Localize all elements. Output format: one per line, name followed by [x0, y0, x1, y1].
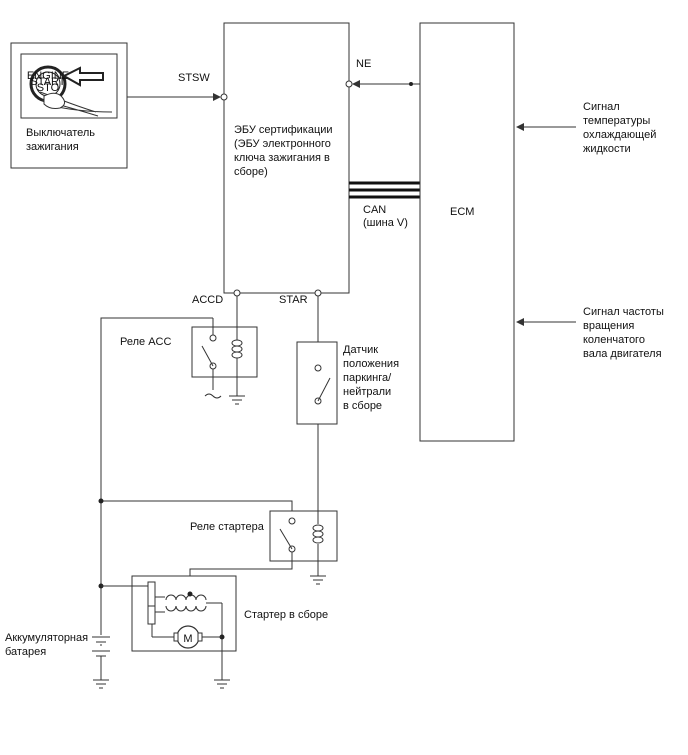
button-text-start: START	[30, 76, 65, 88]
accd-label: ACCD	[192, 294, 223, 306]
park-neutral-contact	[317, 377, 331, 402]
coolant-signal-line2: температуры	[583, 115, 650, 127]
ne-terminal	[345, 80, 353, 88]
certification-ecu-label-line3: ключа зажигания в	[234, 152, 330, 164]
certification-ecu-label-line1: ЭБУ сертификации	[234, 124, 333, 136]
acc-relay-label: Реле ACC	[120, 336, 171, 348]
park-neutral-line4: нейтрали	[343, 386, 391, 398]
coolant-signal-line3: охлаждающей	[583, 129, 656, 141]
starter-assembly-label: Стартер в сборе	[244, 609, 328, 621]
battery-label-line1: Аккумуляторная	[5, 632, 88, 644]
crank-signal-line2: вращения	[583, 320, 634, 332]
star-terminal	[314, 289, 322, 297]
crank-signal-line1: Сигнал частоты	[583, 306, 664, 318]
crank-signal-line3: коленчатого	[583, 334, 645, 346]
park-neutral-line2: положения	[343, 358, 399, 370]
stsw-label: STSW	[178, 72, 210, 84]
starter-relay-label: Реле стартера	[190, 521, 265, 533]
push-arrow-icon	[61, 66, 104, 87]
starter-relay-coil-icon	[312, 524, 324, 544]
can-label-line1: CAN	[363, 204, 386, 216]
park-neutral-line5: в сборе	[343, 400, 382, 412]
ecm-label: ECM	[450, 206, 474, 218]
starter-relay	[189, 510, 338, 592]
certification-ecu: ЭБУ сертификации (ЭБУ электронного ключа…	[220, 22, 353, 297]
acc-relay-coil-icon	[231, 339, 243, 359]
button-text-stop: STO	[37, 82, 60, 94]
starter-relay-contact	[279, 528, 293, 550]
engine-start-button-icon: ENGINE START STO	[27, 65, 113, 117]
certification-ecu-label-line4: сборе)	[234, 166, 268, 178]
starter-solenoid-coil-icon	[165, 594, 207, 601]
starter-relay-feed-wire	[101, 500, 293, 518]
battery-label-line2: батарея	[5, 646, 46, 658]
ignition-switch: ENGINE START STO Выключатель зажигания	[10, 42, 128, 169]
ignition-switch-label-line1: Выключатель	[26, 127, 95, 139]
accd-terminal	[233, 289, 241, 297]
can-bus	[349, 181, 420, 199]
ignition-switch-label-line2: зажигания	[26, 141, 79, 153]
park-neutral-line1: Датчик	[343, 344, 378, 356]
can-label-line2: (шина V)	[363, 217, 408, 229]
crank-signal-line4: вала двигателя	[583, 348, 662, 360]
ne-label: NE	[356, 58, 371, 70]
ne-junction	[409, 82, 413, 86]
acc-relay-contact	[201, 345, 214, 367]
certification-ecu-box	[223, 22, 350, 294]
park-neutral-line3: паркинга/	[343, 372, 392, 384]
button-text-engine: ENGINE	[27, 70, 69, 82]
starter-assembly: M	[101, 575, 237, 689]
park-neutral-switch	[296, 296, 338, 511]
ecm-box	[419, 22, 515, 442]
acc-relay	[191, 296, 258, 405]
stsw-terminal	[220, 93, 228, 101]
certification-ecu-label-line2: (ЭБУ электронного	[234, 138, 331, 150]
feed-junction-upper	[98, 498, 104, 504]
motor-symbol: M	[183, 633, 192, 645]
acc-output-icon	[204, 393, 222, 399]
coolant-signal-line4: жидкости	[583, 143, 631, 155]
coolant-signal-line1: Сигнал	[583, 101, 620, 113]
star-label: STAR	[279, 294, 308, 306]
battery-feed-wire	[100, 317, 213, 635]
battery-icon	[92, 636, 110, 689]
